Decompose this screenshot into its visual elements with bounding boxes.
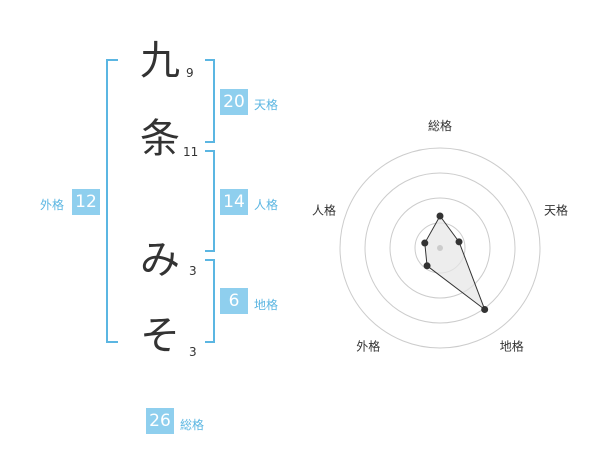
- chi-bracket: [205, 259, 215, 343]
- total-value-badge: 26: [146, 408, 174, 434]
- radar-polygon: [424, 215, 486, 311]
- ten-value-badge: 20: [220, 89, 248, 115]
- radar-axis-label: 外格: [356, 339, 380, 354]
- radar-center: [437, 245, 443, 251]
- stroke-count-3: 3: [189, 264, 197, 278]
- name-char-4: そ: [140, 313, 180, 359]
- jin-value-badge: 14: [220, 189, 248, 215]
- radar-ring: [389, 197, 491, 299]
- stroke-count-1: 9: [186, 66, 194, 80]
- radar-shape: [421, 212, 489, 313]
- gai-value-badge: 12: [72, 189, 100, 215]
- radar-axis-label: 地格: [500, 339, 524, 354]
- ten-label: 天格: [254, 98, 279, 112]
- radar-point: [423, 262, 431, 270]
- radar-point: [421, 239, 429, 247]
- gai-label: 外格: [40, 198, 65, 212]
- radar-point: [436, 212, 444, 220]
- radar-point: [481, 305, 489, 313]
- stroke-count-4: 3: [189, 345, 197, 359]
- radar-axis-label: 人格: [312, 202, 336, 217]
- radar-axis-label: 総格: [428, 118, 452, 133]
- ten-bracket: [205, 59, 215, 143]
- chi-value-badge: 6: [220, 288, 248, 314]
- radar-point: [455, 238, 463, 246]
- total-label: 総格: [180, 418, 205, 432]
- name-char-2: 条: [140, 116, 180, 162]
- radar-ring: [364, 172, 516, 324]
- chi-label: 地格: [254, 298, 279, 312]
- name-char-3: み: [140, 237, 180, 283]
- radar-axis-label: 天格: [544, 202, 568, 217]
- name-char-1: 九: [140, 38, 180, 84]
- outer-bracket: [106, 59, 118, 343]
- jin-bracket: [205, 150, 215, 252]
- jin-label: 人格: [254, 198, 279, 212]
- stroke-count-2: 11: [183, 145, 199, 159]
- radar-ring: [339, 147, 541, 349]
